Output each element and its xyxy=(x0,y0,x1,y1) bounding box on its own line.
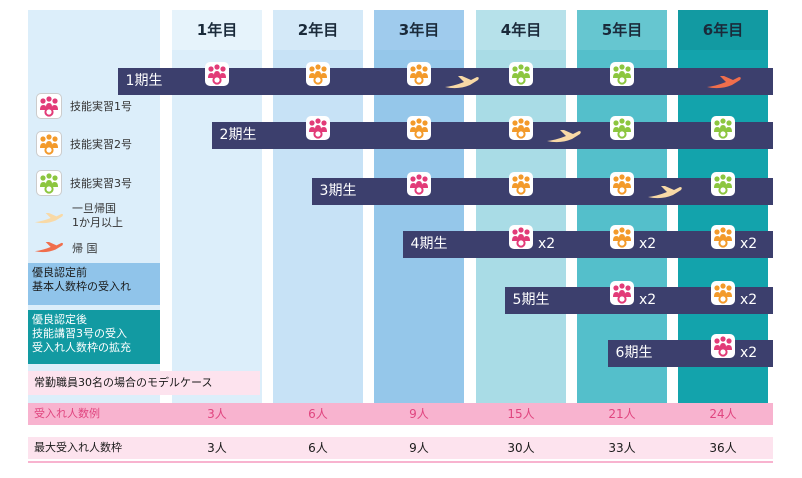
trainee-1-icon xyxy=(407,172,431,196)
year-header-6: 6年目 xyxy=(678,10,768,50)
cohort-band-6 xyxy=(608,340,773,367)
legend-trainee-2-icon xyxy=(36,131,62,157)
cohort-label-1: 1期生 xyxy=(125,73,163,89)
after-note-line1: 優良認定後 xyxy=(32,313,87,326)
model-case-label: 常勤職員30名の場合のモデルケース xyxy=(28,371,260,395)
before-certification-note: 優良認定前基本人数枠の受入れ xyxy=(28,263,160,305)
multiplier-label: x2 xyxy=(639,292,657,308)
plane-temporary-return-icon xyxy=(647,183,683,205)
legend-trainee-1-icon xyxy=(36,93,62,119)
trainee-2-icon xyxy=(610,172,634,196)
cohort-band-3 xyxy=(312,178,773,205)
multiplier-label: x2 xyxy=(740,345,758,361)
after-certification-note: 優良認定後技能講習3号の受入受入れ人数枠の拡充 xyxy=(28,310,160,364)
year-header-4: 4年目 xyxy=(476,10,566,50)
year-header-1: 1年目 xyxy=(172,10,262,50)
before-note-line2: 基本人数枠の受入れ xyxy=(32,280,131,293)
cohort-label-3: 3期生 xyxy=(319,183,357,199)
cohort-band-2 xyxy=(212,122,773,149)
trainee-3-icon xyxy=(711,116,735,140)
row-label-accept_example: 受入れ人数例 xyxy=(34,407,100,420)
row-cell-accept_example-6: 24人 xyxy=(709,407,737,421)
year-header-3: 3年目 xyxy=(374,10,464,50)
trainee-3-icon xyxy=(509,62,533,86)
legend-plane-temporary-icon xyxy=(34,209,64,231)
row-cell-max_quota-3: 9人 xyxy=(409,441,429,455)
cohort-label-4: 4期生 xyxy=(410,236,448,252)
legend-label-temporary-line1: 一旦帰国 xyxy=(72,202,116,215)
row-accept_example xyxy=(28,403,773,425)
cohort-label-5: 5期生 xyxy=(512,292,550,308)
multiplier-label: x2 xyxy=(740,236,758,252)
cohort-label-2: 2期生 xyxy=(219,127,257,143)
trainee-1-icon xyxy=(205,62,229,86)
legend-label-return: 帰 国 xyxy=(72,242,98,255)
trainee-2-icon xyxy=(407,62,431,86)
trainee-2-icon xyxy=(509,116,533,140)
legend-label-temporary-line2: 1か月以上 xyxy=(72,216,123,229)
trainee-2-icon xyxy=(711,281,735,305)
plane-temporary-return-icon xyxy=(546,127,582,149)
after-note-line3: 受入れ人数枠の拡充 xyxy=(32,341,131,354)
legend-label-tt1: 技能実習1号 xyxy=(70,100,132,113)
row-cell-max_quota-1: 3人 xyxy=(207,441,227,455)
trainee-2-icon xyxy=(711,225,735,249)
legend-label-tt3: 技能実習3号 xyxy=(70,177,132,190)
plane-return-icon xyxy=(706,73,742,95)
row-cell-max_quota-2: 6人 xyxy=(308,441,328,455)
trainee-1-icon xyxy=(306,116,330,140)
multiplier-label: x2 xyxy=(639,236,657,252)
after-note-line2: 技能講習3号の受入 xyxy=(32,327,127,340)
row-cell-accept_example-2: 6人 xyxy=(308,407,328,421)
multiplier-label: x2 xyxy=(538,236,556,252)
row-cell-accept_example-3: 9人 xyxy=(409,407,429,421)
plane-temporary-return-icon xyxy=(444,73,480,95)
multiplier-label: x2 xyxy=(740,292,758,308)
cohort-label-6: 6期生 xyxy=(615,345,653,361)
row-cell-accept_example-5: 21人 xyxy=(608,407,636,421)
trainee-3-icon xyxy=(610,116,634,140)
trainee-2-icon xyxy=(306,62,330,86)
row-cell-accept_example-1: 3人 xyxy=(207,407,227,421)
row-cell-accept_example-4: 15人 xyxy=(507,407,535,421)
row-max_quota xyxy=(28,437,773,459)
trainee-1-icon xyxy=(509,225,533,249)
row-cell-max_quota-5: 33人 xyxy=(608,441,636,455)
trainee-2-icon xyxy=(610,225,634,249)
trainee-3-icon xyxy=(711,172,735,196)
legend-trainee-3-icon xyxy=(36,170,62,196)
row-cell-max_quota-4: 30人 xyxy=(507,441,535,455)
row-cell-max_quota-6: 36人 xyxy=(709,441,737,455)
legend-plane-return-icon xyxy=(34,238,64,260)
row-label-max_quota: 最大受入れ人数枠 xyxy=(34,441,122,454)
trainee-2-icon xyxy=(407,116,431,140)
trainee-1-icon xyxy=(610,281,634,305)
before-note-line1: 優良認定前 xyxy=(32,266,87,279)
year-header-2: 2年目 xyxy=(273,10,363,50)
bottom-divider xyxy=(28,461,773,463)
trainee-1-icon xyxy=(711,334,735,358)
trainee-2-icon xyxy=(509,172,533,196)
legend-label-tt2: 技能実習2号 xyxy=(70,138,132,151)
year-header-5: 5年目 xyxy=(577,10,667,50)
trainee-3-icon xyxy=(610,62,634,86)
